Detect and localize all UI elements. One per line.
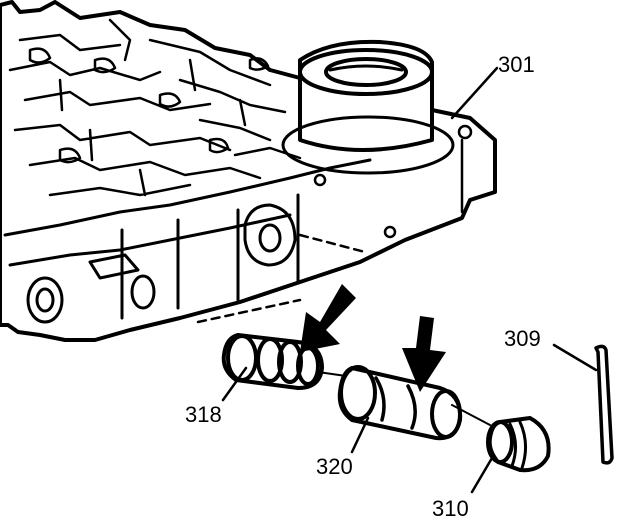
leader-318 xyxy=(221,366,248,402)
callout-309: 309 xyxy=(504,326,541,351)
leader-309 xyxy=(552,343,598,372)
arrow-down-left-icon xyxy=(300,284,356,352)
callout-320: 320 xyxy=(316,454,353,479)
arrow-down-icon xyxy=(402,316,446,392)
leader-301 xyxy=(450,66,499,120)
valve-body-casting xyxy=(0,0,497,342)
pin-309 xyxy=(594,344,614,465)
callout-310: 310 xyxy=(432,496,469,521)
plug-310 xyxy=(486,416,551,473)
callout-318: 318 xyxy=(185,402,222,427)
leader-310 xyxy=(470,456,494,494)
valve-320 xyxy=(337,365,463,441)
callout-301: 301 xyxy=(498,52,535,77)
cylinder-boss xyxy=(298,48,434,152)
